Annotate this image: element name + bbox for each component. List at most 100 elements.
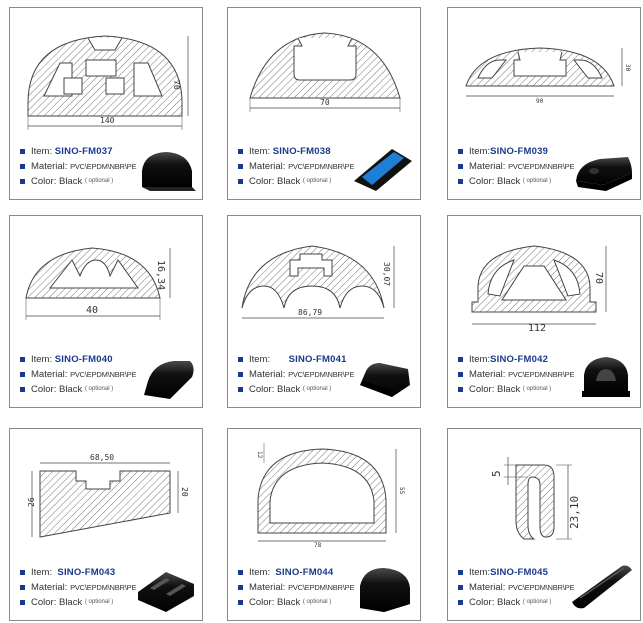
dim-label: 16,34 [155, 260, 166, 290]
material-value: PVC\EPDM\NBR\PE [288, 162, 355, 171]
product-photo [360, 568, 410, 612]
profile-drawing: 68,50 26 20 [27, 453, 189, 538]
spec-list: Item:SINO-FM039 Material: PVC\EPDM\NBR\P… [458, 144, 574, 189]
spec-material-row: Material: PVC\EPDM\NBR\PE [20, 580, 136, 595]
dim-label: 140 [100, 116, 115, 125]
product-card-fm044: 78 55 12 Item: SINO-FM044 Material: PVC\… [227, 428, 421, 621]
spec-list: Item: SINO-FM040 Material: PVC\EPDM\NBR\… [20, 352, 136, 397]
spec-item-row: Item:SINO-FM042 [458, 352, 574, 367]
spec-list: Item: SINO-FM041 Material: PVC\EPDM\NBR\… [238, 352, 354, 397]
optional-note: ( optional ) [522, 599, 552, 605]
optional-note: ( optional ) [84, 178, 114, 184]
bullet-icon [458, 372, 463, 377]
spec-color-row: Color: Black ( optional ) [20, 595, 136, 610]
spec-item-row: Item:SINO-FM039 [458, 144, 574, 159]
bullet-icon [238, 585, 243, 590]
spec-list: Item: SINO-FM044 Material: PVC\EPDM\NBR\… [238, 565, 354, 610]
spec-color-row: Color: Black ( optional ) [458, 595, 574, 610]
bullet-icon [458, 179, 463, 184]
optional-note: ( optional ) [84, 599, 114, 605]
spec-material-row: Material: PVC\EPDM\NBR\PE [458, 159, 574, 174]
material-value: PVC\EPDM\NBR\PE [288, 370, 355, 379]
dim-label: 68,50 [90, 453, 114, 462]
dim-label: 20 [180, 487, 189, 497]
bullet-icon [20, 600, 25, 605]
spec-color-row: Color: Black ( optional ) [238, 382, 354, 397]
bullet-icon [458, 600, 463, 605]
dim-label: 23,10 [568, 496, 581, 529]
product-code: SINO-FM043 [57, 567, 116, 578]
product-card-fm045: 5 23,10 Item:SINO-FM045 Material: PVC\EP… [447, 428, 641, 621]
spec-material-row: Material: PVC\EPDM\NBR\PE [238, 367, 354, 382]
product-code: SINO-FM041 [288, 354, 347, 365]
spec-item-row: Item: SINO-FM037 [20, 144, 136, 159]
product-card-fm042: 112 70 Item:SINO-FM042 Material: PVC\EPD… [447, 215, 641, 408]
bullet-icon [238, 164, 243, 169]
item-label: Item: [31, 146, 53, 157]
color-value: Black [496, 597, 521, 608]
bullet-icon [20, 164, 25, 169]
spec-material-row: Material: PVC\EPDM\NBR\PE [458, 580, 574, 595]
optional-note: ( optional ) [302, 386, 332, 392]
product-code: SINO-FM037 [54, 146, 113, 157]
material-label: Material: [469, 369, 506, 380]
color-label: Color: [249, 597, 275, 608]
color-label: Color: [249, 384, 275, 395]
bullet-icon [458, 570, 463, 575]
bullet-icon [238, 372, 243, 377]
product-card-fm040: 40 16,34 Item: SINO-FM040 Material: PVC\… [9, 215, 203, 408]
dim-label: 5 [490, 470, 503, 477]
material-value: PVC\EPDM\NBR\PE [70, 370, 137, 379]
spec-item-row: Item: SINO-FM041 [238, 352, 354, 367]
product-photo [572, 565, 632, 609]
spec-material-row: Material: PVC\EPDM\NBR\PE [20, 367, 136, 382]
product-photo [144, 361, 194, 399]
color-value: Black [58, 384, 83, 395]
product-photo [138, 572, 194, 612]
dim-label: 30 [624, 64, 631, 72]
bullet-icon [238, 600, 243, 605]
bullet-icon [20, 179, 25, 184]
product-photo [576, 157, 632, 191]
bullet-icon [20, 387, 25, 392]
item-label: Item: [469, 354, 491, 365]
product-code: SINO-FM038 [272, 146, 331, 157]
dim-label: 55 [398, 487, 405, 495]
spec-material-row: Material: PVC\EPDM\NBR\PE [20, 159, 136, 174]
bullet-icon [20, 372, 25, 377]
spec-list: Item:SINO-FM045 Material: PVC\EPDM\NBR\P… [458, 565, 574, 610]
spec-material-row: Material: PVC\EPDM\NBR\PE [238, 580, 354, 595]
bullet-icon [238, 387, 243, 392]
bullet-icon [20, 570, 25, 575]
color-value: Black [58, 176, 83, 187]
dim-label: 26 [27, 497, 36, 507]
color-value: Black [276, 597, 301, 608]
product-card-fm037: 140 70 Item: SINO-FM037 Material: PVC\EP… [9, 7, 203, 200]
spec-material-row: Material: PVC\EPDM\NBR\PE [458, 367, 574, 382]
spec-color-row: Color: Black ( optional ) [458, 174, 574, 189]
spec-item-row: Item: SINO-FM043 [20, 565, 136, 580]
bullet-icon [458, 585, 463, 590]
material-value: PVC\EPDM\NBR\PE [508, 162, 575, 171]
item-label: Item: [249, 567, 271, 578]
spec-item-row: Item: SINO-FM040 [20, 352, 136, 367]
profile-drawing: 78 55 12 [256, 443, 405, 549]
dim-label: 12 [256, 451, 263, 459]
profile-drawing: 140 70 [27, 35, 189, 130]
spec-item-row: Item: SINO-FM044 [238, 565, 354, 580]
item-label: Item: [31, 354, 53, 365]
spec-color-row: Color: Black ( optional ) [238, 174, 354, 189]
optional-note: ( optional ) [84, 386, 114, 392]
product-code: SINO-FM044 [275, 567, 334, 578]
dim-label: 86,79 [298, 308, 322, 317]
item-label: Item: [249, 354, 271, 365]
spec-list: Item: SINO-FM038 Material: PVC\EPDM\NBR\… [238, 144, 354, 189]
material-value: PVC\EPDM\NBR\PE [288, 583, 355, 592]
color-value: Black [496, 176, 521, 187]
spec-color-row: Color: Black ( optional ) [20, 382, 136, 397]
bullet-icon [458, 149, 463, 154]
bullet-icon [238, 357, 243, 362]
spec-color-row: Color: Black ( optional ) [238, 595, 354, 610]
spec-list: Item: SINO-FM037 Material: PVC\EPDM\NBR\… [20, 144, 136, 189]
spec-material-row: Material: PVC\EPDM\NBR\PE [238, 159, 354, 174]
